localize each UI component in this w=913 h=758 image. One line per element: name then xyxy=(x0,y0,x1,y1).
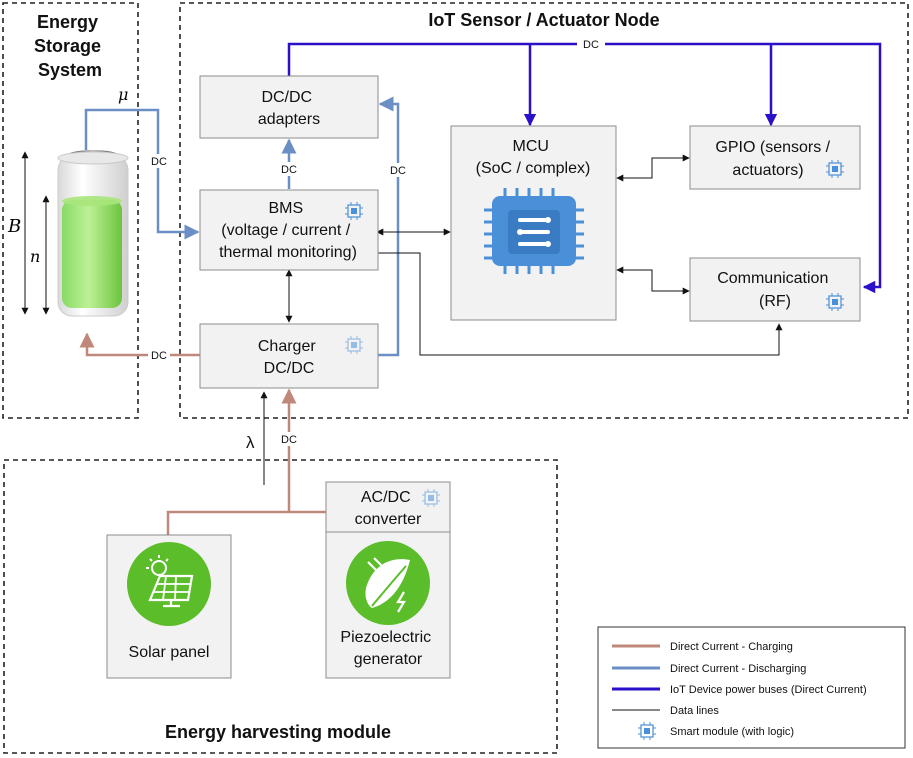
acdc-converter-box: AC/DC converter xyxy=(325,481,451,533)
svg-text:DC/DC adapters: DC/DC adapters xyxy=(258,89,320,128)
storage-title: Energy Storage System xyxy=(34,12,106,80)
legend-label-data: Data lines xyxy=(670,705,719,717)
dc-label-bg-bus xyxy=(577,38,605,50)
legend-smart-chip-icon xyxy=(638,722,656,740)
lambda-label: λ xyxy=(246,433,255,452)
piezoelectric-icon xyxy=(346,541,430,625)
svg-text:Piezoelectric generator: Piezoelectric generator xyxy=(340,629,435,668)
dc-label-bus: DC xyxy=(583,39,599,51)
dc-label-bg-charger-out xyxy=(388,163,408,177)
bms-box: BMS (voltage / current / thermal monitor… xyxy=(199,189,379,271)
comm-smart-chip-icon xyxy=(826,293,844,311)
svg-text:Charger DC/DC: Charger DC/DC xyxy=(258,338,320,377)
gpio-box: GPIO (sensors / actuators) xyxy=(689,125,861,190)
dc-label-bg-bms xyxy=(279,162,299,176)
communication-box: Communication (RF) xyxy=(689,257,861,322)
svg-text:AC/DC converter: AC/DC converter xyxy=(355,489,422,528)
data-lines xyxy=(260,154,783,485)
legend-label-charging: Direct Current - Charging xyxy=(670,641,793,653)
dc-label-bg-charge xyxy=(148,348,170,362)
legend: Direct Current - Charging Direct Current… xyxy=(597,626,906,749)
legend-label-discharging: Direct Current - Discharging xyxy=(670,663,806,675)
dc-label-charge: DC xyxy=(151,350,167,362)
dc-label-harvest: DC xyxy=(281,434,297,446)
battery-icon xyxy=(57,150,129,317)
iot-title: IoT Sensor / Actuator Node xyxy=(428,10,659,30)
power-bus-lines xyxy=(287,42,882,294)
charger-smart-chip-icon xyxy=(345,336,363,354)
svg-text:GPIO (sensors / actuator: GPIO (sensors / actuators) xyxy=(715,139,834,179)
svg-text:Communication (RF): Communication (RF) xyxy=(717,270,833,310)
legend-label-smart: Smart module (with logic) xyxy=(670,726,794,738)
svg-text:BMS (voltage / current /: BMS (voltage / current / thermal monitor… xyxy=(219,200,357,261)
dcdc-adapters-box: DC/DC adapters xyxy=(199,75,379,139)
mu-label: μ xyxy=(118,85,128,104)
B-label: B xyxy=(7,216,21,237)
storage-group-frame xyxy=(2,2,139,419)
n-label: n xyxy=(30,247,40,266)
harvest-title: Energy harvesting module xyxy=(165,722,391,742)
bms-smart-chip-icon xyxy=(345,202,363,220)
charger-box: Charger DC/DC xyxy=(199,323,379,389)
dc-label-bg-battery xyxy=(149,154,169,168)
harvesting-group-frame xyxy=(3,459,558,754)
svg-text:Solar panel: Solar panel xyxy=(129,644,210,661)
legend-label-power-bus: IoT Device power buses (Direct Current) xyxy=(670,684,867,696)
mcu-chip-icon xyxy=(484,188,584,274)
gpio-smart-chip-icon xyxy=(826,160,844,178)
dc-label-bms: DC xyxy=(281,164,297,176)
solar-panel-icon xyxy=(127,542,211,626)
dc-label-charger-out: DC xyxy=(390,165,406,177)
iot-node-group-frame xyxy=(179,2,909,419)
dc-label-battery: DC xyxy=(151,156,167,168)
acdc-smart-chip-icon xyxy=(422,489,440,507)
svg-text:MCU (SoC / complex): MCU (SoC / complex) xyxy=(476,138,591,177)
dc-label-bg-harvest xyxy=(279,432,299,446)
